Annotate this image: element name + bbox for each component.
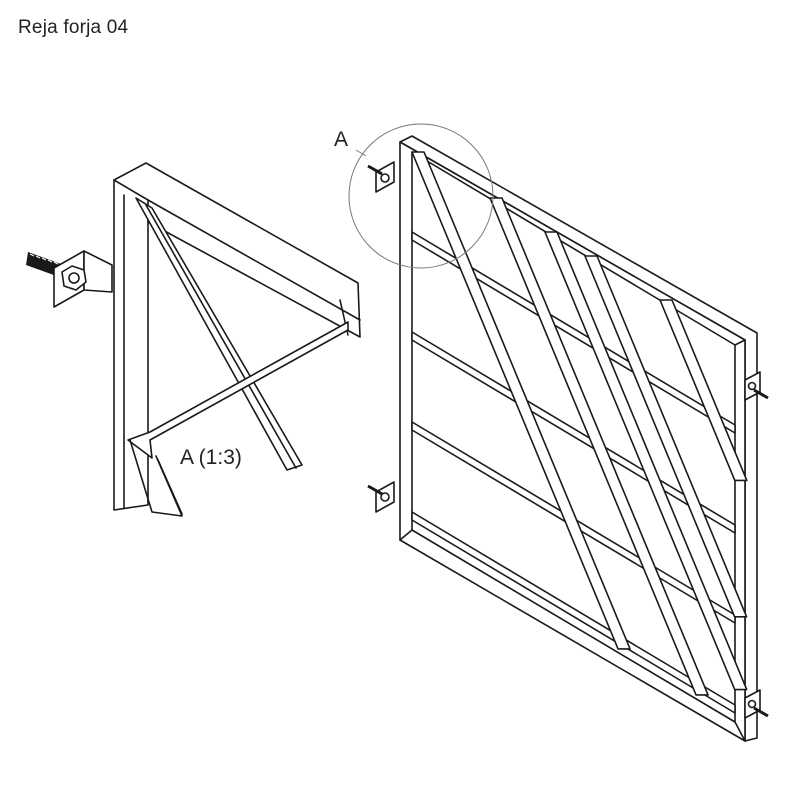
lug-bottom-right <box>744 689 769 719</box>
callout-circle <box>348 123 494 269</box>
grille-diagonal-bar <box>544 231 748 691</box>
grille-diagonal-bar <box>584 255 748 618</box>
main-grille: A <box>334 123 769 742</box>
nut-washer <box>68 272 80 284</box>
grille-diagonal-bar <box>659 299 748 482</box>
grille-diagonals <box>411 151 748 696</box>
grille-diagonal-bar <box>411 151 631 650</box>
lug-bottom-left <box>367 481 395 513</box>
mounting-lug-side <box>83 250 113 293</box>
frame-profile <box>113 162 361 511</box>
hex-nut-icon <box>61 265 87 291</box>
drawing-title: Reja forja 04 <box>18 17 129 38</box>
lug-top-left <box>367 161 395 193</box>
lug-top-right <box>744 371 769 401</box>
detail-view: A (1:3) <box>26 162 361 517</box>
detail-label: A (1:3) <box>180 446 242 469</box>
callout-label: A <box>334 128 348 151</box>
grille-diagonal-bar <box>489 197 709 696</box>
cross-bar <box>127 321 349 459</box>
frame-profile-edge <box>113 179 361 321</box>
grille-rail <box>411 231 736 434</box>
